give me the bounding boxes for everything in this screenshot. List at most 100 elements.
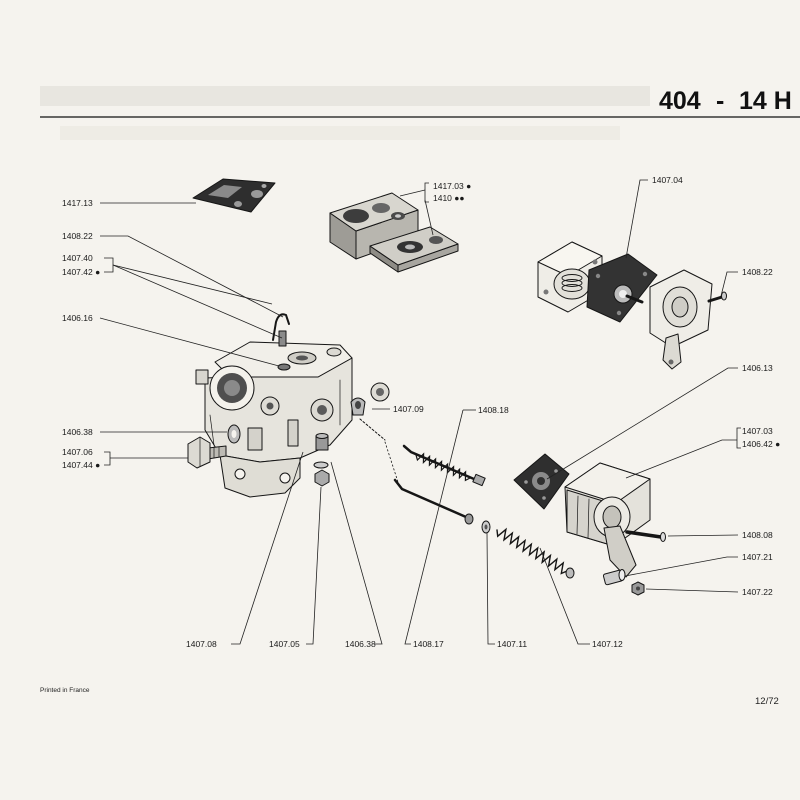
callout-1407-12: 1407.12 [592, 639, 623, 649]
gasket-hole [251, 190, 263, 198]
bracket-1407-03 [736, 427, 741, 449]
carb-shading [209, 414, 215, 446]
leader-1407-08 [231, 451, 304, 645]
callout-1407-09: 1407.09 [393, 404, 424, 414]
carb-channel [247, 427, 263, 451]
jet-carrier-nut [314, 469, 330, 487]
spring-coil-1407-12 [496, 527, 568, 575]
callout-1408-08: 1408.08 [742, 530, 773, 540]
bolt-head [187, 436, 211, 469]
callout-1406-13: 1406.13 [742, 363, 773, 373]
pump-dome-inner [602, 505, 622, 529]
leader-1408-17 [404, 409, 464, 645]
rod-end-nut [472, 473, 486, 487]
leader-lines [99, 179, 741, 645]
rod-collar [464, 513, 474, 525]
printed-in-note: Printed in France [40, 687, 90, 694]
group-code: 14 H [739, 87, 792, 115]
rod-1408-17-shaft [393, 478, 468, 519]
gasket-1406-13 [513, 453, 570, 510]
rod-1408-17 [393, 478, 474, 525]
callout-1407-40: 1407.40 [62, 253, 93, 263]
cover-bolt-hole [543, 289, 549, 295]
washer-ring [277, 363, 291, 371]
leader-1408-22-right [720, 271, 738, 297]
lid-ring [429, 236, 443, 244]
valve-spring-coil [561, 284, 583, 292]
scan-bleed-band [40, 86, 650, 106]
callout-1407-42: 1407.42 ● [62, 267, 100, 277]
spindle-1407-40 [278, 330, 287, 347]
callout-1407-03: 1407.03 [742, 426, 773, 436]
cover-chamber [553, 268, 591, 300]
bracket-1407-40 [104, 257, 114, 273]
gasket-hole [261, 184, 267, 188]
bolt-1407-06 [187, 436, 227, 469]
screw-head [721, 291, 727, 301]
diaphragm-center [619, 290, 627, 298]
nut-hole [376, 388, 384, 396]
leader-1410 [424, 199, 434, 236]
repair-kit-box [329, 192, 419, 260]
kit-washer-hole [395, 214, 401, 218]
leader-1407-21 [624, 556, 738, 577]
carb-flange-hole [279, 472, 291, 484]
gasket-hole [234, 201, 242, 207]
leader-1407-40-a [112, 264, 273, 305]
gasket-bolt-hole [524, 480, 528, 484]
spring-rod-1408-18 [402, 444, 486, 487]
pump-lever-eye [355, 401, 361, 409]
callout-1407-21: 1407.21 [742, 552, 773, 562]
leader-1407-03 [625, 439, 737, 479]
pump-body-1407-03 [564, 462, 651, 578]
screw-1408-22-right [707, 291, 727, 303]
model-number: 404 [659, 87, 701, 115]
callout-1417-13: 1417.13 [62, 198, 93, 208]
callout-labels: 1417.13 1408.22 1407.40 1407.42 ● 1406.1… [62, 175, 780, 649]
pump-upper-housing [649, 269, 713, 370]
callout-1407-05: 1407.05 [269, 639, 300, 649]
nut-1407-09 [350, 382, 399, 483]
carb-barrel-throat [224, 380, 240, 396]
kit-diaphragm [343, 209, 369, 223]
carb-top-hole [296, 355, 308, 361]
carb-intake-stub [195, 369, 209, 385]
repair-kit-lid-tray [369, 226, 459, 273]
washer-1406-16 [277, 363, 291, 371]
callout-1407-08: 1407.08 [186, 639, 217, 649]
callout-1406-42: 1406.42 ● [742, 439, 780, 449]
rod-spring-1408-18 [415, 452, 471, 482]
screw-shank [707, 295, 724, 303]
diaphragm-hole [616, 310, 622, 316]
page-footer: Printed in France 12/72 [40, 687, 779, 707]
carb-float-bowl-base [219, 454, 301, 498]
spindle-body [278, 330, 287, 347]
gasket-bolt-hole [542, 496, 546, 500]
callout-1410: 1410 ●● [433, 193, 465, 203]
callout-1407-44: 1407.44 ● [62, 460, 100, 470]
carb-fitting-hole [317, 405, 327, 415]
nut-hole [636, 586, 640, 591]
diaphragm-pull-rod [625, 294, 644, 304]
rocker-pivot [668, 359, 674, 365]
callout-1408-17: 1408.17 [413, 639, 444, 649]
cover-bolt-hole [592, 259, 598, 265]
spring-1407-12 [496, 527, 575, 579]
diaphragm-hole [595, 273, 601, 279]
gasket-1417-13 [192, 178, 276, 213]
leader-1417-03 [399, 189, 426, 197]
carb-top-stud [326, 347, 342, 357]
callout-1417-03: 1417.03 ● [433, 181, 471, 191]
cover-top-face [537, 241, 603, 277]
leader-1407-12 [539, 547, 590, 645]
diaphragm-1407-04 [586, 253, 658, 323]
callout-1407-04: 1407.04 [652, 175, 683, 185]
bracket-1407-06 [104, 451, 111, 466]
screw-head [660, 532, 666, 542]
carb-channel [287, 419, 299, 447]
nut-1407-22 [631, 581, 645, 596]
page-header: 404 - 14 H [659, 87, 792, 115]
screw-shank [625, 530, 663, 539]
lid-gasket-hole [405, 244, 415, 250]
